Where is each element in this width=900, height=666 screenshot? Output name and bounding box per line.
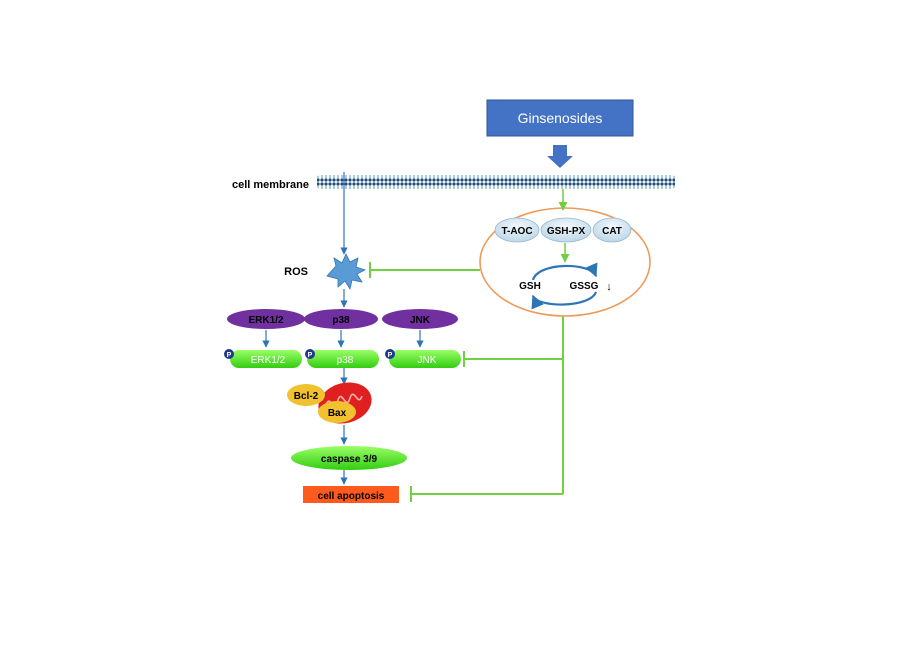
mitochondria-node: Bcl-2 Bax [287,382,372,424]
phospho-p38: p38 P [305,349,379,368]
phosphate-icon [385,349,395,359]
cell-membrane-label: cell membrane [232,179,309,191]
apoptosis-label: cell apoptosis [318,491,385,502]
phospho-kinase-label: JNK [418,355,437,366]
bax-label: Bax [328,408,347,419]
cell-membrane-bilayer [317,175,675,189]
phospho-jnk: JNK P [385,349,461,368]
phospho-kinase-label: ERK1/2 [251,355,286,366]
enzyme-label: T-AOC [501,226,532,237]
enzyme-cat: CAT [592,217,632,243]
gsh-label: GSH [519,281,541,292]
phosphate-label: P [388,352,393,359]
inhibit-ros-line [369,262,480,278]
phospho-erk: ERK1/2 P [224,349,302,368]
entry-arrow [547,145,573,168]
caspase-label: caspase 3/9 [321,454,378,465]
bcl2-label: Bcl-2 [294,391,319,402]
gsh-gssg-cycle: GSH GSSG ↓ [519,262,612,310]
ros-burst-icon [326,253,367,291]
phospho-kinase-label: p38 [337,355,354,366]
kinase-label: ERK1/2 [248,315,283,326]
enzyme-label: GSH-PX [547,226,586,237]
kinase-label: JNK [410,315,431,326]
kinase-p38: p38 [304,309,378,329]
ginsenosides-label: Ginsenosides [518,110,603,126]
phosphate-label: P [227,352,232,359]
ginsenosides-node: Ginsenosides [486,99,634,137]
kinase-label: p38 [332,315,350,326]
enzyme-label: CAT [602,226,622,237]
caspase-node: caspase 3/9 [291,446,407,470]
enzyme-t-aoc: T-AOC [494,217,540,243]
kinase-erk: ERK1/2 [227,309,305,329]
ros-label: ROS [284,266,308,278]
gssg-decrease-arrow: ↓ [606,281,612,293]
phosphate-icon [224,349,234,359]
ros-node: ROS [284,253,367,291]
inhibit-jnk-apoptosis-line [410,316,564,502]
kinase-jnk: JNK [382,309,458,329]
gssg-label: GSSG [570,281,599,292]
phosphate-label: P [308,352,313,359]
apoptosis-node: cell apoptosis [303,486,399,503]
enzyme-gsh-px: GSH-PX [540,217,592,243]
phosphate-icon [305,349,315,359]
